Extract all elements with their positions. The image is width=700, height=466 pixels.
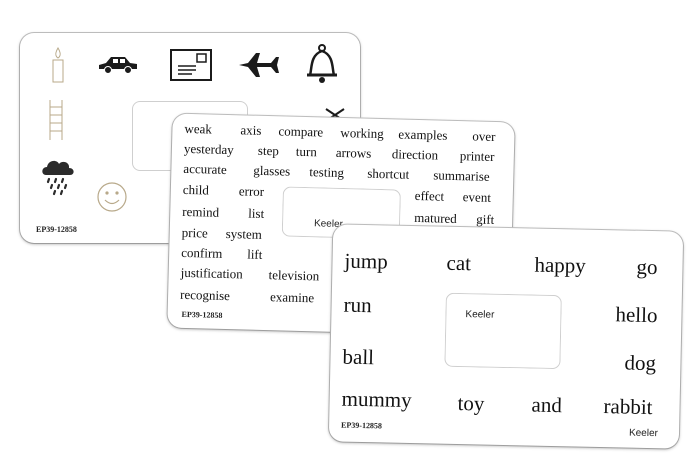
word: compare [278, 123, 324, 140]
word: arrows [335, 144, 372, 161]
word: direction [391, 146, 439, 163]
word: dog [624, 350, 657, 376]
word: accurate [183, 160, 227, 177]
word: run [343, 292, 372, 318]
ladder-icon [49, 100, 63, 140]
word: gift [476, 211, 495, 228]
word: list [248, 205, 265, 221]
word: mummy [341, 386, 412, 413]
word: jump [344, 248, 388, 274]
word: happy [534, 252, 587, 278]
word: cat [446, 250, 472, 276]
brand-label: Keeler [628, 427, 659, 440]
rain-cloud-icon [42, 160, 74, 196]
word: television [268, 267, 320, 284]
word: go [636, 254, 658, 280]
brand-label: Keeler [465, 309, 495, 321]
word: turn [295, 143, 318, 160]
envelope-icon [170, 49, 212, 81]
word: axis [240, 122, 262, 138]
word: matured [414, 209, 457, 227]
word: remind [182, 203, 220, 220]
smiley-icon [97, 182, 127, 212]
word: toy [457, 391, 485, 416]
word: and [531, 392, 563, 418]
word: examples [398, 126, 448, 143]
word: recognise [179, 286, 231, 304]
airplane-icon [239, 53, 279, 77]
word: effect [414, 187, 445, 204]
word: error [238, 183, 265, 199]
card-code: EP39-12858 [341, 420, 383, 431]
word: summarise [433, 167, 490, 184]
candle-icon [52, 47, 64, 83]
word: shortcut [367, 165, 410, 182]
word-card-large: Keeler jump cat happy go run hello ball … [328, 224, 684, 449]
word: rabbit [603, 394, 653, 420]
word: event [462, 189, 492, 205]
word: ball [342, 344, 375, 370]
word: printer [459, 148, 495, 164]
word: testing [309, 164, 345, 181]
viewing-window [444, 293, 562, 369]
word: system [225, 225, 263, 242]
word: confirm [181, 244, 223, 261]
word: glasses [253, 162, 291, 179]
word: child [182, 181, 210, 198]
word: weak [184, 120, 213, 137]
word: over [472, 128, 496, 145]
card-code: EP39-12858 [36, 225, 77, 234]
word: yesterday [183, 140, 234, 158]
word: lift [247, 246, 263, 262]
word: price [181, 224, 208, 241]
card-code: EP39-12858 [181, 309, 223, 320]
word: step [257, 142, 280, 159]
word: justification [180, 264, 243, 282]
word: hello [615, 302, 658, 328]
word: working [340, 124, 384, 142]
bell-icon [307, 44, 337, 83]
word: examine [269, 289, 315, 306]
car-icon [99, 57, 137, 74]
